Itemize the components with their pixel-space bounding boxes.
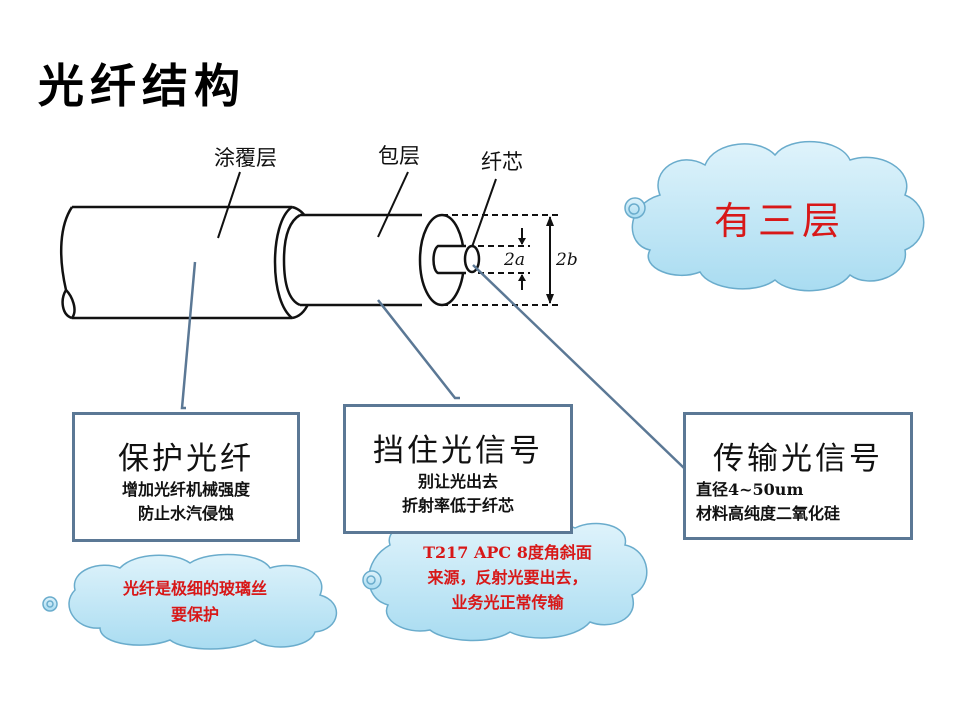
- cloud-middle-line-1: T217 APC 8度角斜面: [423, 543, 592, 562]
- box-coating-heading: 保护光纤: [118, 441, 254, 477]
- cloud-main-shape: [624, 141, 925, 292]
- cloud-main-text: 有三层: [713, 199, 846, 243]
- box-core-heading: 传输光信号: [713, 441, 883, 477]
- box-cladding: 挡住光信号 别让光出去 折射率低于纤芯: [343, 404, 573, 534]
- label-leaders: [217, 171, 497, 248]
- box-cladding-heading: 挡住光信号: [373, 433, 543, 469]
- cloud-left-line-1: 光纤是极细的玻璃丝: [122, 579, 267, 598]
- box-core-line-2: 材料高纯度二氧化硅: [696, 504, 841, 523]
- label-cladding: 包层: [378, 144, 420, 168]
- box-cladding-line-2: 折射率低于纤芯: [401, 496, 514, 515]
- cloud-middle-text: T217 APC 8度角斜面 来源，反射光要出去， 业务光正常传输: [395, 540, 620, 615]
- page-title: 光纤结构: [38, 59, 246, 113]
- dimension-lines: [442, 214, 560, 306]
- dimension-arrows: [518, 216, 554, 304]
- box-cladding-line-1: 别让光出去: [417, 472, 498, 491]
- box-coating-line-2: 防止水汽侵蚀: [137, 504, 234, 523]
- fiber-core: [432, 244, 481, 275]
- cloud-middle-line-2: 来源，反射光要出去，: [427, 568, 588, 587]
- coating-cylinder: [59, 205, 317, 320]
- cloud-left-line-2: 要保护: [170, 605, 219, 624]
- box-coating: 保护光纤 增加光纤机械强度 防止水汽侵蚀: [72, 412, 300, 542]
- label-core: 纤芯: [481, 150, 523, 174]
- label-coating: 涂覆层: [214, 146, 277, 170]
- box-coating-line-1: 增加光纤机械强度: [121, 480, 250, 499]
- cloud-left-text: 光纤是极细的玻璃丝 要保护: [85, 576, 305, 628]
- label-core-diameter: 2a: [504, 250, 525, 270]
- label-cladding-diameter: 2b: [556, 250, 578, 270]
- box-core: 传输光信号 直径4~50um 材料高纯度二氧化硅: [683, 412, 913, 540]
- cloud-middle-line-3: 业务光正常传输: [451, 593, 564, 612]
- box-core-line-1: 直径4~50um: [696, 480, 804, 499]
- connector-lines: [180, 261, 685, 469]
- cloud-left-shape: [42, 553, 338, 650]
